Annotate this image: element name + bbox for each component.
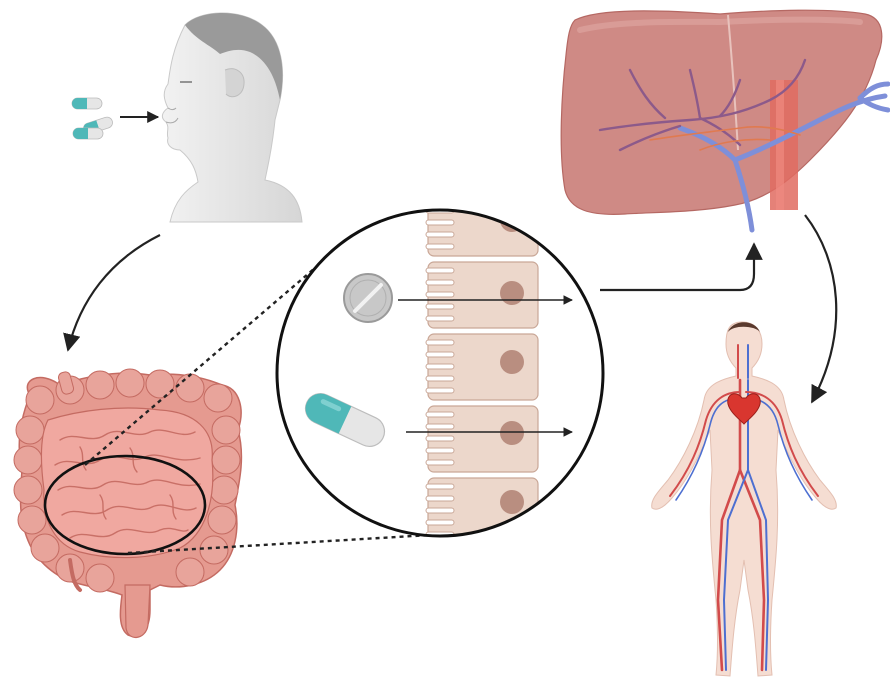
- liver-icon: [561, 10, 888, 230]
- intestines-icon: [14, 369, 241, 637]
- absorption-zoom-circle: [277, 190, 603, 544]
- tablet-icon: [344, 274, 392, 322]
- person-head-icon: [162, 13, 302, 222]
- arrow-to-systemic-circulation: [805, 215, 836, 402]
- pills-ingested-icon: [72, 98, 114, 139]
- arrow-to-intestine: [68, 235, 160, 350]
- arrow-to-liver: [600, 244, 754, 290]
- human-body-circulation-icon: [652, 322, 837, 676]
- epithelium-cells-icon: [426, 190, 538, 544]
